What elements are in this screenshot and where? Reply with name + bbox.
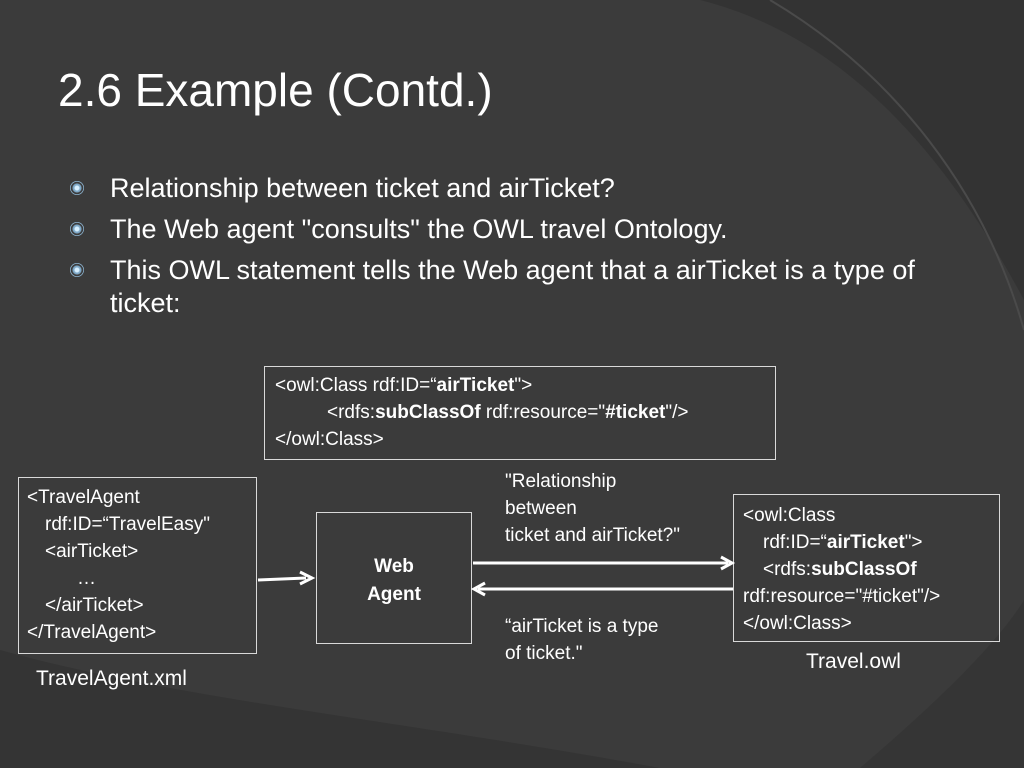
- slide-title: 2.6 Example (Contd.): [58, 64, 493, 116]
- xml-line: <airTicket>: [45, 541, 139, 562]
- query-message: "Relationship between ticket and airTick…: [505, 468, 680, 549]
- owl-statement-line: <rdfs:subClassOf rdf:resource="#ticket"/…: [275, 399, 765, 426]
- xml-line: …: [77, 568, 96, 589]
- code-text: ">: [904, 532, 923, 553]
- owl-statement-line: <owl:Class rdf:ID=“airTicket">: [275, 372, 765, 399]
- bullet-text: Relationship between ticket and airTicke…: [110, 173, 615, 203]
- web-agent-label: Web: [374, 556, 414, 577]
- query-line: "Relationship: [505, 471, 617, 492]
- travel-owl-box: <owl:Class rdf:ID=“airTicket"> <rdfs:sub…: [733, 494, 1000, 642]
- travel-owl-caption: Travel.owl: [806, 650, 901, 673]
- arrow-xml-to-agent: [257, 570, 316, 586]
- owl-line: </owl:Class>: [743, 613, 852, 634]
- code-bold-text: subClassOf: [811, 559, 917, 580]
- code-text: <rdfs:: [763, 559, 812, 580]
- bullet-text: This OWL statement tells the Web agent t…: [110, 255, 915, 318]
- owl-line: rdf:ID=“airTicket">: [743, 529, 990, 556]
- owl-line: rdf:resource="#ticket"/>: [743, 586, 941, 607]
- code-bold-text: airTicket: [436, 375, 515, 396]
- bullet-item: This OWL statement tells the Web agent t…: [70, 254, 950, 320]
- travel-agent-xml-caption: TravelAgent.xml: [36, 667, 187, 690]
- owl-line: <owl:Class: [743, 505, 836, 526]
- code-text: rdf:ID=“: [763, 532, 827, 553]
- bullet-text: The Web agent "consults" the OWL travel …: [110, 214, 728, 244]
- answer-message: “airTicket is a type of ticket.": [505, 613, 658, 667]
- code-text: "/>: [665, 402, 689, 423]
- code-bold-text: airTicket: [826, 532, 905, 553]
- owl-line: <rdfs:subClassOf: [743, 556, 990, 583]
- owl-statement-box: <owl:Class rdf:ID=“airTicket"> <rdfs:sub…: [264, 366, 776, 460]
- answer-line: “airTicket is a type: [505, 616, 659, 637]
- web-agent-box: Web Agent: [316, 512, 472, 644]
- bullet-icon: [70, 222, 84, 236]
- arrow-agent-to-owl: [473, 555, 736, 571]
- travel-agent-xml-box: <TravelAgent rdf:ID=“TravelEasy" <airTic…: [18, 477, 257, 654]
- code-text: ">: [514, 375, 533, 396]
- bullet-item: Relationship between ticket and airTicke…: [70, 172, 950, 205]
- bullet-icon: [70, 181, 84, 195]
- owl-statement-line: </owl:Class>: [275, 429, 384, 450]
- bullet-item: The Web agent "consults" the OWL travel …: [70, 213, 950, 246]
- arrow-owl-to-agent: [470, 581, 733, 597]
- answer-line: of ticket.": [505, 643, 583, 664]
- query-line: ticket and airTicket?": [505, 525, 680, 546]
- code-text: <owl:Class rdf:ID=“: [275, 375, 437, 396]
- xml-line: </TravelAgent>: [27, 622, 157, 643]
- code-text: rdf:resource=": [480, 402, 606, 423]
- xml-line: </airTicket>: [45, 595, 144, 616]
- code-text: <rdfs:: [327, 402, 376, 423]
- query-line: between: [505, 498, 577, 519]
- bullet-list: Relationship between ticket and airTicke…: [70, 172, 950, 328]
- code-bold-text: subClassOf: [375, 402, 481, 423]
- xml-line: <TravelAgent: [27, 487, 140, 508]
- xml-line: rdf:ID=“TravelEasy": [45, 514, 210, 535]
- code-bold-text: #ticket: [605, 402, 666, 423]
- web-agent-label: Agent: [367, 584, 421, 605]
- bullet-icon: [70, 263, 84, 277]
